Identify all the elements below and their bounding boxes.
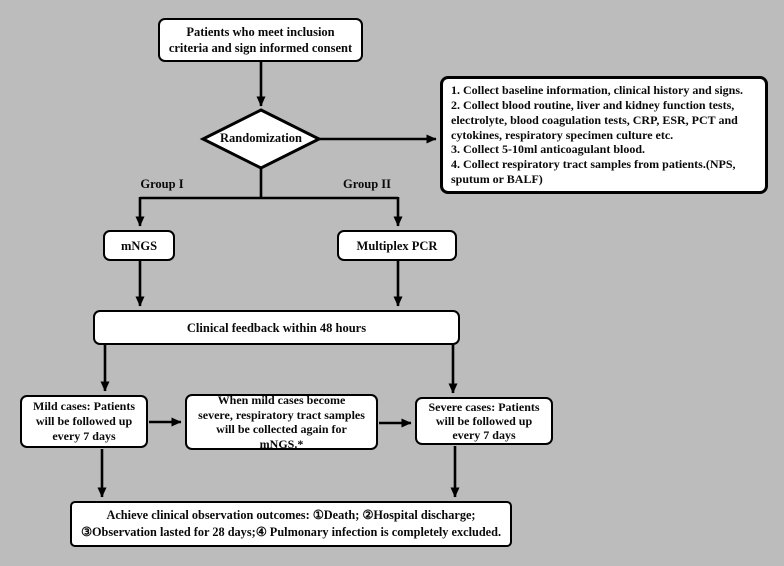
node-randomization-label: Randomization xyxy=(220,131,302,145)
node-severe-text: every 7 days xyxy=(452,428,516,442)
node-transition-text: When mild cases become xyxy=(217,394,346,407)
collect-info-line: electrolyte, blood coagulation tests, CR… xyxy=(451,112,738,127)
node-inclusion-text: Patients who meet inclusion xyxy=(186,25,335,39)
node-mngs-label: mNGS xyxy=(120,238,158,253)
collect-info-line: cytokines, respiratory specimen culture … xyxy=(451,127,674,142)
node-mild-text: every 7 days xyxy=(52,429,116,443)
node-outcomes-text: ③Observation lasted for 28 days;④ Pulmon… xyxy=(80,525,502,539)
node-clinical-feedback-label: Clinical feedback within 48 hours xyxy=(186,320,367,335)
node-severe-cases: Severe cases: Patients will be followed … xyxy=(415,397,553,445)
node-mngs: mNGS xyxy=(103,230,175,261)
collect-info-line: 3. Collect 5-10ml anticoagulant blood. xyxy=(451,142,645,157)
node-transition-text: mNGS.* xyxy=(259,436,304,450)
label-group-i: Group I xyxy=(140,177,184,191)
collect-info-line: 2. Collect blood routine, liver and kidn… xyxy=(451,98,735,112)
randomization-diamond xyxy=(199,108,323,170)
node-mild-text: Mild cases: Patients xyxy=(33,399,135,413)
collect-info-line: 4. Collect respiratory tract samples fro… xyxy=(451,157,736,172)
node-severe-text: Severe cases: Patients xyxy=(428,400,540,414)
node-clinical-feedback: Clinical feedback within 48 hours xyxy=(93,310,460,345)
collect-info-line: 1. Collect baseline information, clinica… xyxy=(451,83,744,98)
node-transition-text: severe, respiratory tract samples xyxy=(198,407,365,422)
node-outcomes-text: Achieve clinical observation outcomes: ①… xyxy=(106,508,476,522)
node-collect-info: 1. Collect baseline information, clinica… xyxy=(440,76,768,194)
node-transition-mngs: When mild cases become severe, respirato… xyxy=(185,394,378,450)
node-mild-text: will be followed up xyxy=(35,414,133,428)
node-inclusion: Patients who meet inclusion criteria and… xyxy=(158,18,363,62)
node-inclusion-text: criteria and sign informed consent xyxy=(168,41,353,55)
node-outcomes: Achieve clinical observation outcomes: ①… xyxy=(70,501,512,547)
node-multiplex-pcr: Multiplex PCR xyxy=(337,230,457,261)
node-severe-text: will be followed up xyxy=(435,414,533,428)
node-transition-text: will be collected again for xyxy=(216,422,347,436)
collect-info-line: sputum or BALF) xyxy=(451,171,543,186)
node-mild-cases: Mild cases: Patients will be followed up… xyxy=(20,395,148,448)
label-group-ii: Group II xyxy=(342,177,392,191)
node-multiplex-pcr-label: Multiplex PCR xyxy=(356,238,438,253)
